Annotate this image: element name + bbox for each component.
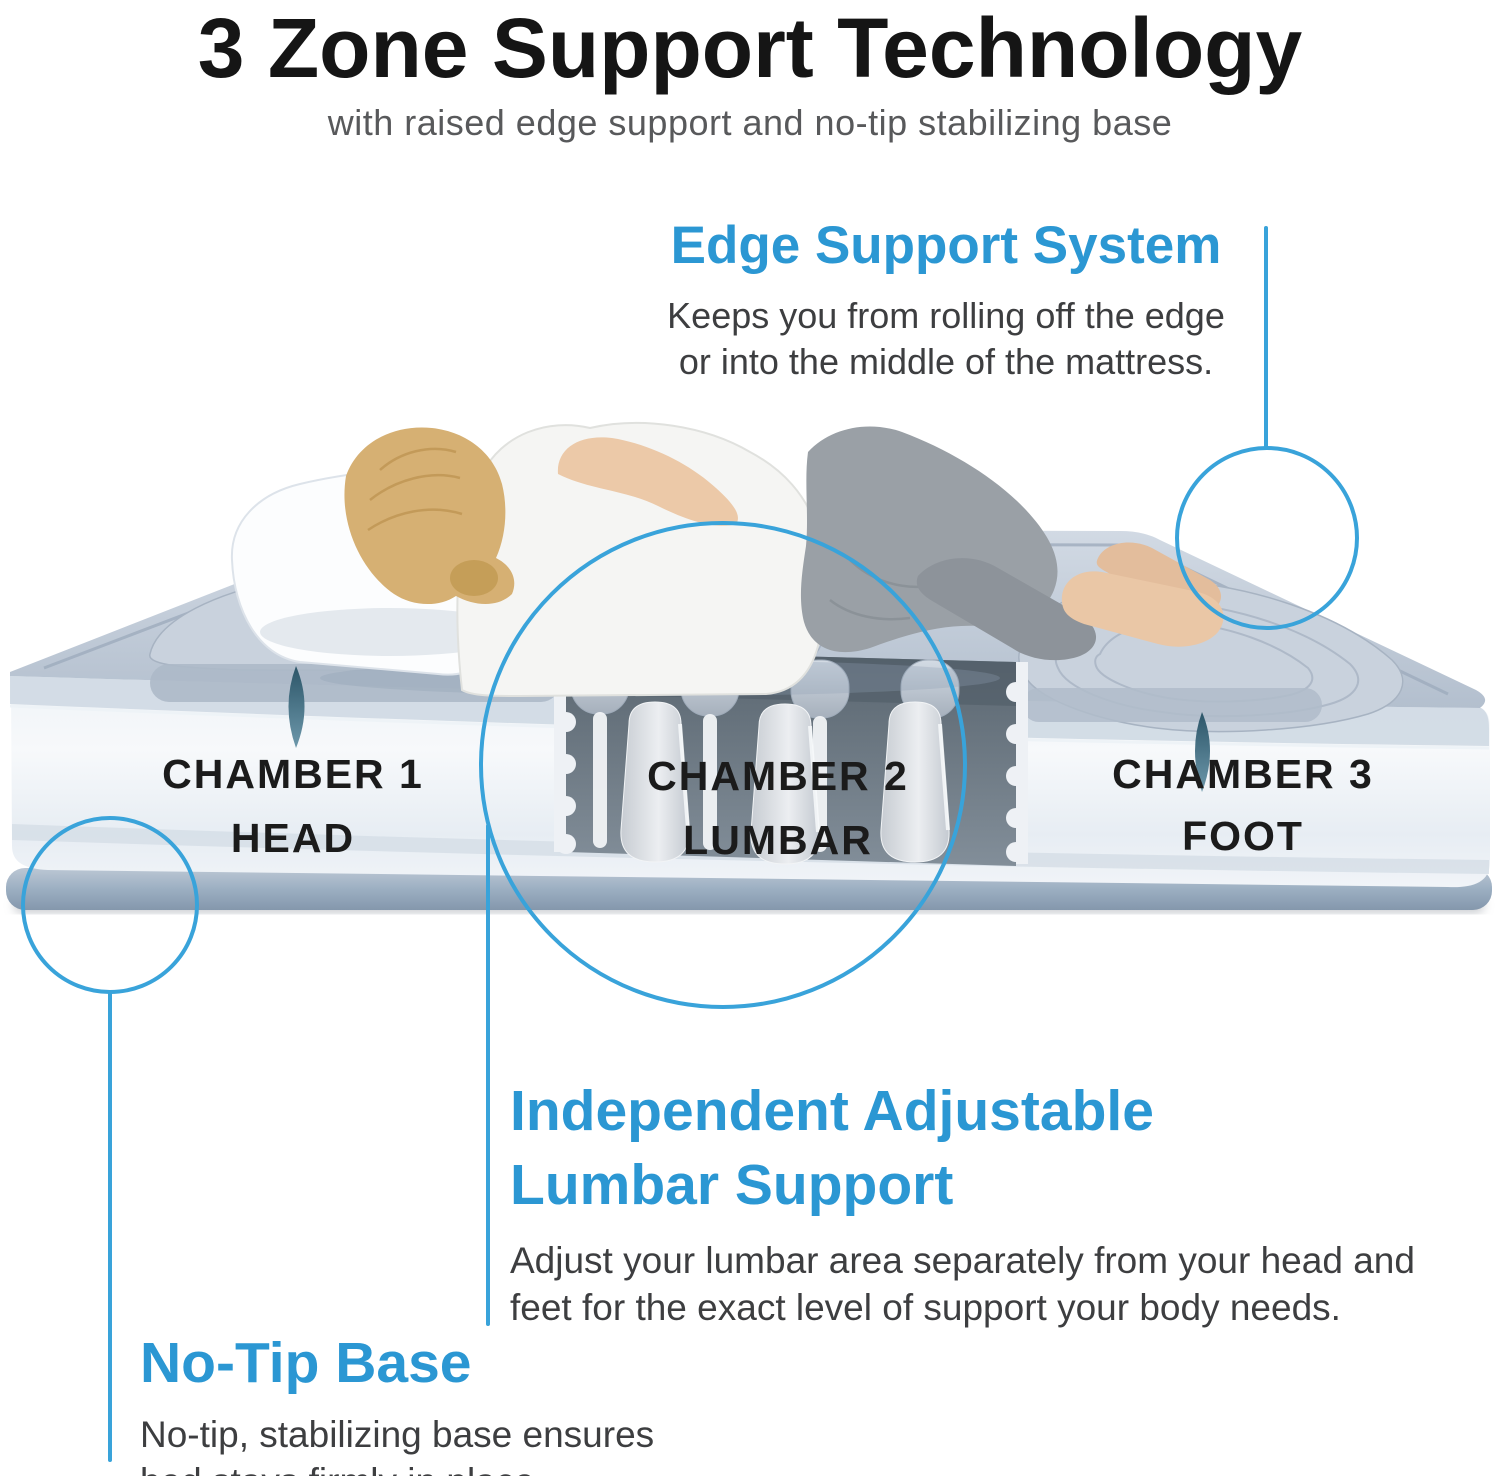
lumbar-support-circle [479,521,967,1009]
chamber-1-zone: HEAD [231,815,355,861]
lower-foot [1061,571,1224,647]
chamber-1-name: CHAMBER 1 [162,751,424,797]
chamber-divider-notch-1 [288,666,305,748]
lumbar-air-pillars [620,701,950,865]
sleeping-person-illustration [230,421,1224,698]
callout-no-tip-base: No-Tip Base No-tip, stabilizing base ens… [140,1326,760,1476]
chamber-2-zone: LUMBAR [683,817,873,863]
lower-leg [916,558,1097,661]
hair [344,427,515,605]
lumbar-support-line1: Adjust your lumbar area separately from … [510,1240,1415,1282]
chamber-divider-notch-2 [1195,712,1210,792]
chamber-2-name: CHAMBER 2 [647,753,909,799]
edge-support-line1: Keeps you from rolling off the edge [667,294,1225,336]
lumbar-support-heading-line2: Lumbar Support [510,1153,954,1218]
shoulder-skin [557,437,738,526]
no-tip-base-heading: No-Tip Base [140,1331,472,1395]
hair-strands [367,447,463,532]
page-title: 3 Zone Support Technology [197,1,1303,95]
pillow-shading [260,608,520,656]
lumbar-support-heading-line1: Independent Adjustable [510,1079,1154,1143]
edge-support-circle [1175,446,1359,630]
page-subtitle: with raised edge support and no-tip stab… [327,102,1173,143]
chamber-3-name: CHAMBER 3 [1112,751,1374,797]
lumbar-support-line2: feet for the exact level of support your… [510,1287,1341,1329]
hair-bun [450,560,498,596]
no-tip-base-line1: No-tip, stabilizing base ensures [140,1414,655,1456]
edge-support-line2: or into the middle of the mattress. [678,340,1214,382]
callout-edge-support: Edge Support System Keeps you from rolli… [648,212,1244,385]
chamber-3-zone: FOOT [1182,813,1304,859]
edge-support-heading: Edge Support System [670,216,1222,275]
callout-annotations [21,226,1359,1462]
chamber-labels: CHAMBER 1 HEAD CHAMBER 2 LUMBAR CHAMBER … [162,751,1374,863]
callout-lumbar-support: Independent Adjustable Lumbar Support Ad… [510,1074,1440,1332]
no-tip-base-line2: bed stays firmly in place. [140,1459,760,1476]
front-edge-rail-right [1022,688,1322,722]
